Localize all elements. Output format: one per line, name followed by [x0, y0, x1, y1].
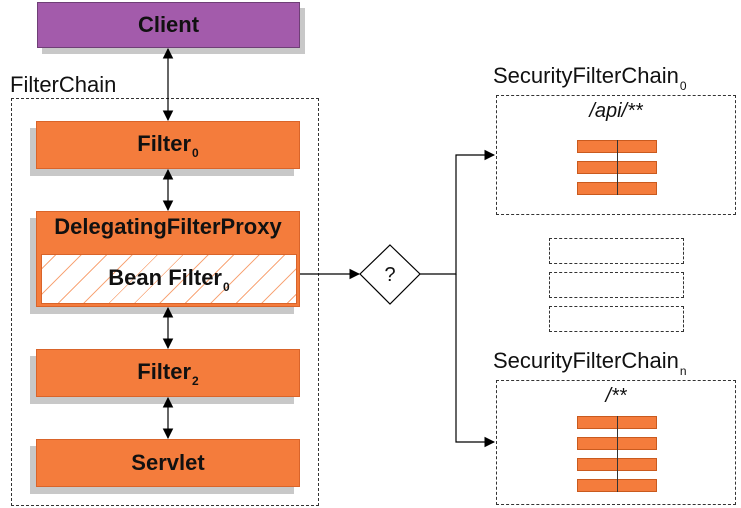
- delegating-filter-proxy-box: DelegatingFilterProxy Bean Filter0: [36, 211, 300, 307]
- client-box: Client: [37, 2, 300, 48]
- bean-filter-box: Bean Filter0: [41, 254, 297, 304]
- filter2-label: Filter2: [137, 358, 199, 388]
- placeholder-chain-1: [549, 272, 684, 298]
- servlet-label: Servlet: [131, 450, 205, 475]
- filter0-box: Filter0: [36, 121, 300, 169]
- client-label: Client: [137, 12, 200, 37]
- servlet-box: Servlet: [36, 439, 300, 487]
- filter-chain-title: FilterChain: [10, 72, 117, 97]
- placeholder-chain-2: [549, 306, 684, 332]
- security-chain-n-pattern: /**: [605, 385, 627, 407]
- decision-diamond: [359, 244, 421, 305]
- filter0-label: Filter0: [137, 130, 199, 160]
- security-chain-n-stack-link: [617, 416, 618, 492]
- decision-to-chainn-arrow: [455, 274, 496, 448]
- security-chain-n-title: SecurityFilterChainn: [493, 348, 687, 378]
- placeholder-chain-0: [549, 238, 684, 264]
- security-chain-n-container: /**: [496, 380, 736, 505]
- security-chain-0-container: /api/**: [496, 95, 736, 215]
- security-chain-0-title: SecurityFilterChain0: [493, 63, 687, 93]
- security-chain-0-pattern: /api/**: [589, 100, 643, 122]
- decision-to-chain0-arrow: [420, 149, 496, 275]
- decision-label: ?: [384, 264, 395, 286]
- bean-filter-label: Bean Filter0: [108, 264, 230, 294]
- delegating-label: DelegatingFilterProxy: [54, 214, 282, 239]
- security-chain-0-stack-link: [617, 140, 618, 195]
- filter2-box: Filter2: [36, 349, 300, 397]
